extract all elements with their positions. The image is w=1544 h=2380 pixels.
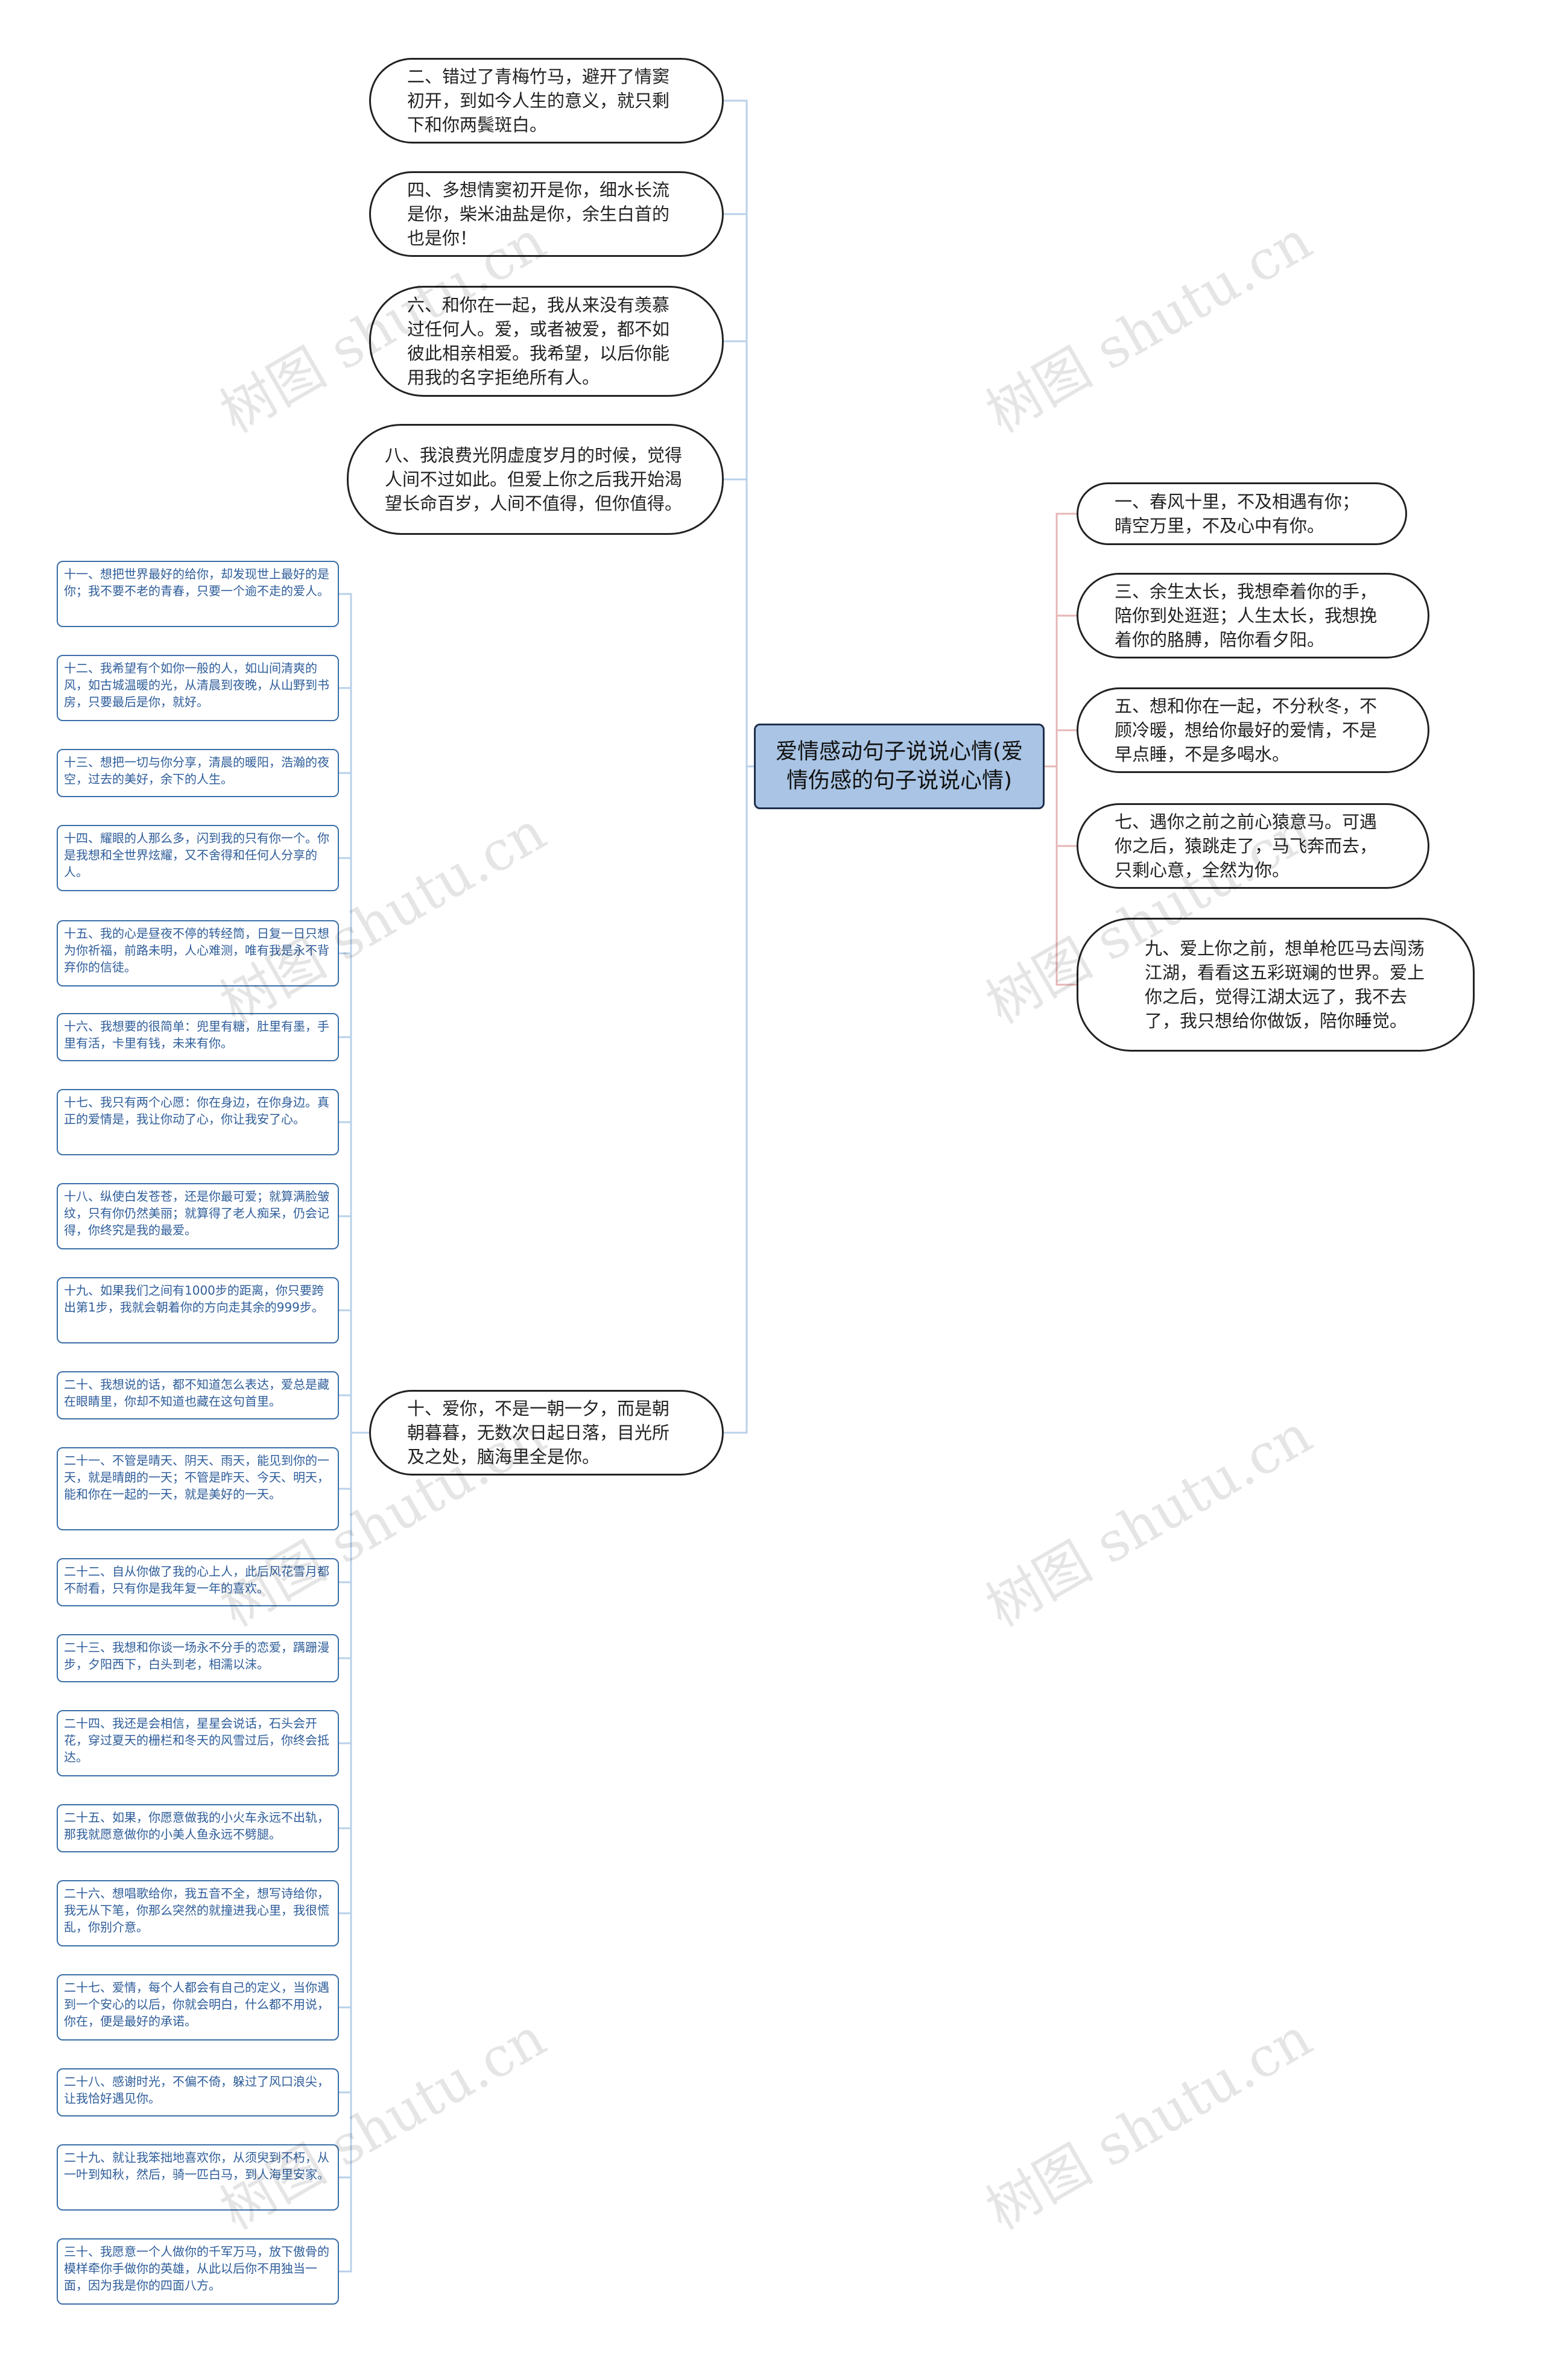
connector-line <box>339 1433 352 1829</box>
connector-line <box>1055 513 1077 766</box>
leaf-25[interactable]: 二十五、如果，你愿意做我的小火车永远不出轨，那我就愿意做你的小美人鱼永远不劈腿。 <box>57 1804 339 1852</box>
left-topic-10-text: 十、爱你，不是一朝一夕，而是朝朝暮暮，无数次日起日落，目光所及之处，脑海里全是你… <box>407 1398 670 1467</box>
left-topic-6[interactable]: 六、和你在一起，我从来没有羡慕过任何人。爱，或者被爱，都不如彼此相亲相爱。我希望… <box>369 286 724 397</box>
connector-line <box>339 1036 352 1433</box>
connector-line <box>339 593 352 1433</box>
leaf-26-text: 二十六、想唱歌给你，我五音不全，想写诗给你，我无从下笔，你那么突然的就撞进我心里… <box>64 1886 329 1934</box>
connector-line <box>339 772 352 1433</box>
leaf-12-text: 十二、我希望有个如你一般的人，如山间清爽的风，如古城温暖的光，从清晨到夜晚，从山… <box>64 661 329 709</box>
right-topic-1-text: 一、春风十里，不及相遇有你；晴空万里，不及心中有你。 <box>1115 491 1360 536</box>
leaf-12[interactable]: 十二、我希望有个如你一般的人，如山间清爽的风，如古城温暖的光，从清晨到夜晚，从山… <box>57 655 339 721</box>
connector-line <box>724 99 748 766</box>
connector-line <box>724 213 748 766</box>
leaf-13[interactable]: 十三、想把一切与你分享，清晨的暖阳，浩瀚的夜空，过去的美好，余下的人生。 <box>57 749 339 797</box>
connector-line <box>339 1394 352 1433</box>
leaf-16[interactable]: 十六、我想要的很简单：兜里有糖，肚里有墨，手里有活，卡里有钱，未来有你。 <box>57 1013 339 1061</box>
leaf-11[interactable]: 十一、想把世界最好的给你，却发现世上最好的是你；我不要不老的青春，只要一个逾不走… <box>57 561 339 627</box>
left-topic-4-text: 四、多想情窦初开是你，细水长流是你，柴米油盐是你，余生白首的也是你！ <box>407 180 670 248</box>
leaf-23-text: 二十三、我想和你谈一场永不分手的恋爱，蹒跚漫步，夕阳西下，白头到老，相濡以沫。 <box>64 1640 329 1671</box>
connector-line <box>339 1433 352 2094</box>
right-topic-7[interactable]: 七、遇你之前之前心猿意马。可遇你之后，猿跳走了，马飞奔而去，只剩心意，全然为你。 <box>1077 803 1429 889</box>
right-topic-3-text: 三、余生太长，我想牵着你的手，陪你到处逛逛；人生太长，我想挽着你的胳膊，陪你看夕… <box>1115 581 1378 650</box>
leaf-25-text: 二十五、如果，你愿意做我的小火车永远不出轨，那我就愿意做你的小美人鱼永远不劈腿。 <box>64 1810 329 1842</box>
right-topic-1[interactable]: 一、春风十里，不及相遇有你；晴空万里，不及心中有你。 <box>1077 482 1407 545</box>
root-topic[interactable]: 爱情感动句子说说心情(爱情伤感的句子说说心情) <box>754 724 1045 809</box>
leaf-14[interactable]: 十四、耀眼的人那么多，闪到我的只有你一个。你是我想和全世界炫耀，又不舍得和任何人… <box>57 825 339 891</box>
connector-line <box>339 1121 352 1433</box>
left-topic-2[interactable]: 二、错过了青梅竹马，避开了情窦初开，到如今人生的意义，就只剩下和你两鬓斑白。 <box>369 58 724 144</box>
leaf-22-text: 二十二、自从你做了我的心上人，此后风花雪月都不耐看，只有你是我年复一年的喜欢。 <box>64 1564 329 1596</box>
leaf-20[interactable]: 二十、我想说的话，都不知道怎么表达，爱总是藏在眼睛里，你却不知道也藏在这句首里。 <box>57 1371 339 1419</box>
connector-line <box>339 1433 352 1583</box>
left-topic-8[interactable]: 八、我浪费光阴虚度岁月的时候，觉得人间不过如此。但爱上你之后我开始渴望长命百岁，… <box>347 424 724 535</box>
leaf-17-text: 十七、我只有两个心愿：你在身边，在你身边。真正的爱情是，我让你动了心，你让我安了… <box>64 1095 329 1126</box>
leaf-22[interactable]: 二十二、自从你做了我的心上人，此后风花雪月都不耐看，只有你是我年复一年的喜欢。 <box>57 1558 339 1606</box>
leaf-14-text: 十四、耀眼的人那么多，闪到我的只有你一个。你是我想和全世界炫耀，又不舍得和任何人… <box>64 831 329 879</box>
leaf-27-text: 二十七、爱情，每个人都会有自己的定义，当你遇到一个安心的以后，你就会明白，什么都… <box>64 1980 329 2028</box>
leaf-16-text: 十六、我想要的很简单：兜里有糖，肚里有墨，手里有活，卡里有钱，未来有你。 <box>64 1019 329 1050</box>
leaf-28-text: 二十八、感谢时光，不偏不倚，躲过了风口浪尖，让我恰好遇见你。 <box>64 2074 329 2106</box>
leaf-23[interactable]: 二十三、我想和你谈一场永不分手的恋爱，蹒跚漫步，夕阳西下，白头到老，相濡以沫。 <box>57 1634 339 1682</box>
leaf-17[interactable]: 十七、我只有两个心愿：你在身边，在你身边。真正的爱情是，我让你动了心，你让我安了… <box>57 1089 339 1155</box>
leaf-13-text: 十三、想把一切与你分享，清晨的暖阳，浩瀚的夜空，过去的美好，余下的人生。 <box>64 755 329 786</box>
connector-line <box>1055 766 1077 986</box>
leaf-24[interactable]: 二十四、我还是会相信，星星会说话，石头会开花，穿过夏天的栅栏和冬天的风雪过后，你… <box>57 1710 339 1776</box>
leaf-24-text: 二十四、我还是会相信，星星会说话，石头会开花，穿过夏天的栅栏和冬天的风雪过后，你… <box>64 1716 329 1764</box>
right-topic-9[interactable]: 九、爱上你之前，想单枪匹马去闯荡江湖，看看这五彩斑斓的世界。爱上你之后，觉得江湖… <box>1077 918 1475 1052</box>
connector-line <box>339 1433 352 1490</box>
leaf-29[interactable]: 二十九、就让我笨拙地喜欢你，从须臾到不朽，从一叶到知秋，然后，骑一匹白马，到人海… <box>57 2144 339 2211</box>
connector-line <box>339 1433 352 2179</box>
right-topic-7-text: 七、遇你之前之前心猿意马。可遇你之后，猿跳走了，马飞奔而去，只剩心意，全然为你。 <box>1115 812 1378 880</box>
leaf-11-text: 十一、想把世界最好的给你，却发现世上最好的是你；我不要不老的青春，只要一个逾不走… <box>64 567 329 598</box>
connector-line <box>339 1433 352 1659</box>
connector-line <box>339 1433 352 2009</box>
leaf-28[interactable]: 二十八、感谢时光，不偏不倚，躲过了风口浪尖，让我恰好遇见你。 <box>57 2068 339 2116</box>
leaf-19-text: 十九、如果我们之间有1000步的距离，你只要跨出第1步，我就会朝着你的方向走其余… <box>64 1283 324 1315</box>
leaf-30-text: 三十、我愿意一个人做你的千军万马，放下傲骨的模样牵你手做你的英雄，从此以后你不用… <box>64 2244 329 2293</box>
leaf-19[interactable]: 十九、如果我们之间有1000步的距离，你只要跨出第1步，我就会朝着你的方向走其余… <box>57 1277 339 1343</box>
connector-line <box>724 766 748 1434</box>
connector-line <box>339 1433 352 2273</box>
connector-line <box>339 687 352 1433</box>
left-topic-2-text: 二、错过了青梅竹马，避开了情窦初开，到如今人生的意义，就只剩下和你两鬓斑白。 <box>407 66 670 135</box>
leaf-15[interactable]: 十五、我的心是昼夜不停的转经筒，日复一日只想为你祈福，前路未明，人心难测，唯有我… <box>57 920 339 986</box>
leaf-21-text: 二十一、不管是晴天、阴天、雨天，能见到你的一天，就是晴朗的一天；不管是昨天、今天… <box>64 1453 329 1501</box>
left-topic-4[interactable]: 四、多想情窦初开是你，细水长流是你，柴米油盐是你，余生白首的也是你！ <box>369 171 724 257</box>
connector-line <box>339 1309 352 1433</box>
connector-line <box>724 478 748 766</box>
connector-line <box>1055 729 1077 766</box>
left-topic-8-text: 八、我浪费光阴虚度岁月的时候，觉得人间不过如此。但爱上你之后我开始渴望长命百岁，… <box>385 445 683 514</box>
left-topic-6-text: 六、和你在一起，我从来没有羡慕过任何人。爱，或者被爱，都不如彼此相亲相爱。我希望… <box>407 295 670 388</box>
leaf-29-text: 二十九、就让我笨拙地喜欢你，从须臾到不朽，从一叶到知秋，然后，骑一匹白马，到人海… <box>64 2150 329 2182</box>
connector-line <box>339 1433 352 1914</box>
connector-line <box>1055 614 1077 766</box>
connector-line <box>724 340 748 766</box>
leaf-20-text: 二十、我想说的话，都不知道怎么表达，爱总是藏在眼睛里，你却不知道也藏在这句首里。 <box>64 1377 329 1409</box>
leaf-15-text: 十五、我的心是昼夜不停的转经筒，日复一日只想为你祈福，前路未明，人心难测，唯有我… <box>64 926 329 974</box>
connector-line <box>339 1215 352 1433</box>
connector-line <box>339 952 352 1433</box>
leaf-27[interactable]: 二十七、爱情，每个人都会有自己的定义，当你遇到一个安心的以后，你就会明白，什么都… <box>57 1974 339 2041</box>
right-topic-5[interactable]: 五、想和你在一起，不分秋冬，不顾冷暖，想给你最好的爱情，不是早点睡，不是多喝水。 <box>1077 687 1429 773</box>
leaf-26[interactable]: 二十六、想唱歌给你，我五音不全，想写诗给你，我无从下笔，你那么突然的就撞进我心里… <box>57 1880 339 1946</box>
right-topic-3[interactable]: 三、余生太长，我想牵着你的手，陪你到处逛逛；人生太长，我想挽着你的胳膊，陪你看夕… <box>1077 573 1429 658</box>
leaf-21[interactable]: 二十一、不管是晴天、阴天、雨天，能见到你的一天，就是晴朗的一天；不管是昨天、今天… <box>57 1447 339 1530</box>
root-topic-text: 爱情感动句子说说心情(爱情伤感的句子说说心情) <box>775 739 1024 793</box>
right-topic-9-text: 九、爱上你之前，想单枪匹马去闯荡江湖，看看这五彩斑斓的世界。爱上你之后，觉得江湖… <box>1145 938 1425 1031</box>
connector-line <box>339 1433 352 1744</box>
connector-line <box>1055 766 1077 847</box>
connector-line <box>339 857 352 1433</box>
leaf-18[interactable]: 十八、纵使白发苍苍，还是你最可爱；就算满脸皱纹，只有你仍然美丽；就算得了老人痴呆… <box>57 1183 339 1249</box>
leaf-18-text: 十八、纵使白发苍苍，还是你最可爱；就算满脸皱纹，只有你仍然美丽；就算得了老人痴呆… <box>64 1189 329 1237</box>
right-topic-5-text: 五、想和你在一起，不分秋冬，不顾冷暖，想给你最好的爱情，不是早点睡，不是多喝水。 <box>1115 696 1378 765</box>
leaf-30[interactable]: 三十、我愿意一个人做你的千军万马，放下傲骨的模样牵你手做你的英雄，从此以后你不用… <box>57 2238 339 2305</box>
left-topic-10[interactable]: 十、爱你，不是一朝一夕，而是朝朝暮暮，无数次日起日落，目光所及之处，脑海里全是你… <box>369 1390 724 1476</box>
